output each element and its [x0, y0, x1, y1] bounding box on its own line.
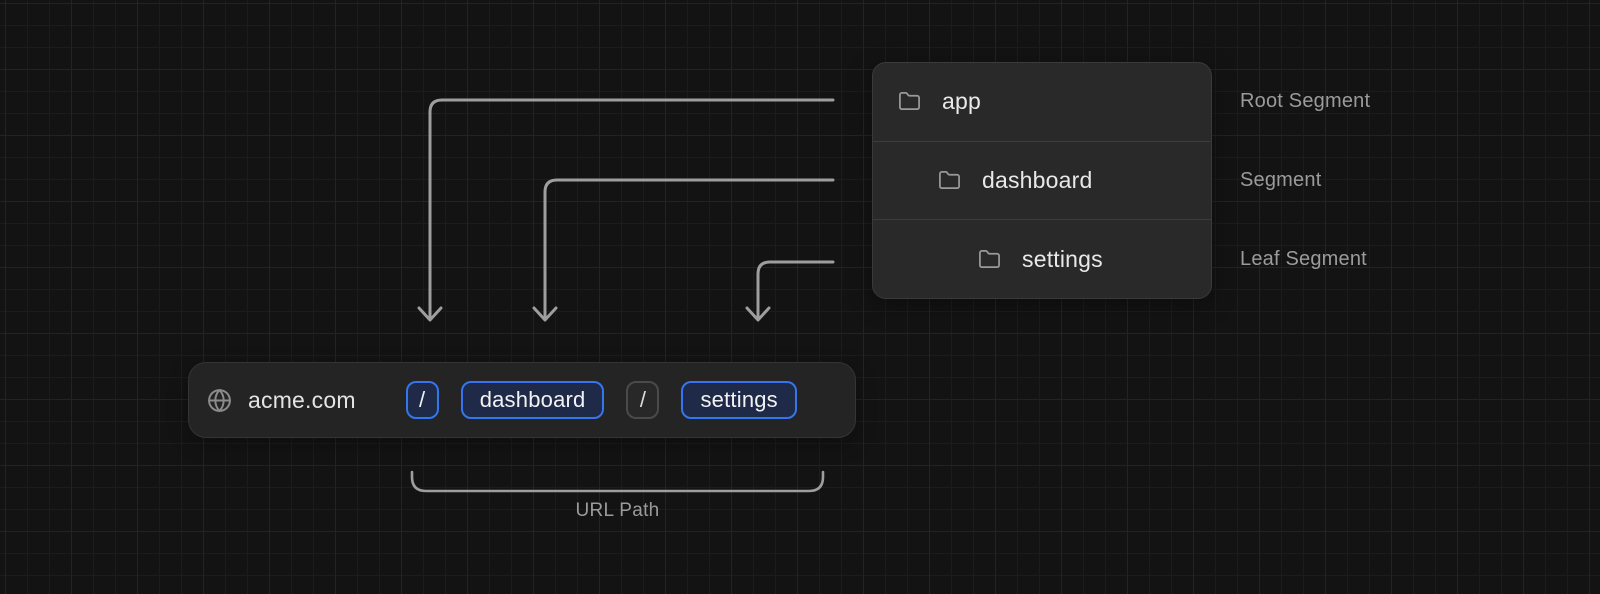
folder-icon: [938, 169, 961, 192]
folder-icon: [898, 90, 921, 113]
folder-label: app: [942, 88, 981, 115]
domain-text: acme.com: [248, 386, 356, 413]
url-segment-slash-1: /: [405, 381, 439, 419]
arrow-app-to-root-slash: [417, 98, 835, 322]
segment-annotations: Root Segment Segment Leaf Segment: [1240, 62, 1370, 299]
folder-label: settings: [1022, 245, 1103, 272]
url-path-caption: URL Path: [575, 500, 660, 521]
url-path-bracket: [410, 470, 825, 493]
url-segment-settings: settings: [681, 381, 797, 419]
tree-row-dashboard: dashboard: [873, 140, 1211, 220]
folder-label: dashboard: [982, 167, 1093, 193]
url-segment-slash-2: /: [626, 381, 660, 419]
folder-icon: [978, 248, 1001, 271]
browser-url-bar: acme.com / dashboard / settings: [188, 362, 856, 438]
globe-icon: [207, 388, 232, 413]
annotation-segment: Segment: [1240, 169, 1322, 191]
annotation-root-segment: Root Segment: [1240, 90, 1371, 112]
url-segment-dashboard: dashboard: [460, 381, 605, 419]
route-segments-panel: app dashboard settings: [872, 62, 1212, 299]
tree-row-app: app: [873, 63, 1211, 141]
arrow-settings-segment: [745, 260, 835, 322]
tree-row-settings: settings: [873, 219, 1211, 298]
annotation-leaf-segment: Leaf Segment: [1240, 248, 1367, 270]
arrow-dashboard-segment: [532, 178, 835, 322]
